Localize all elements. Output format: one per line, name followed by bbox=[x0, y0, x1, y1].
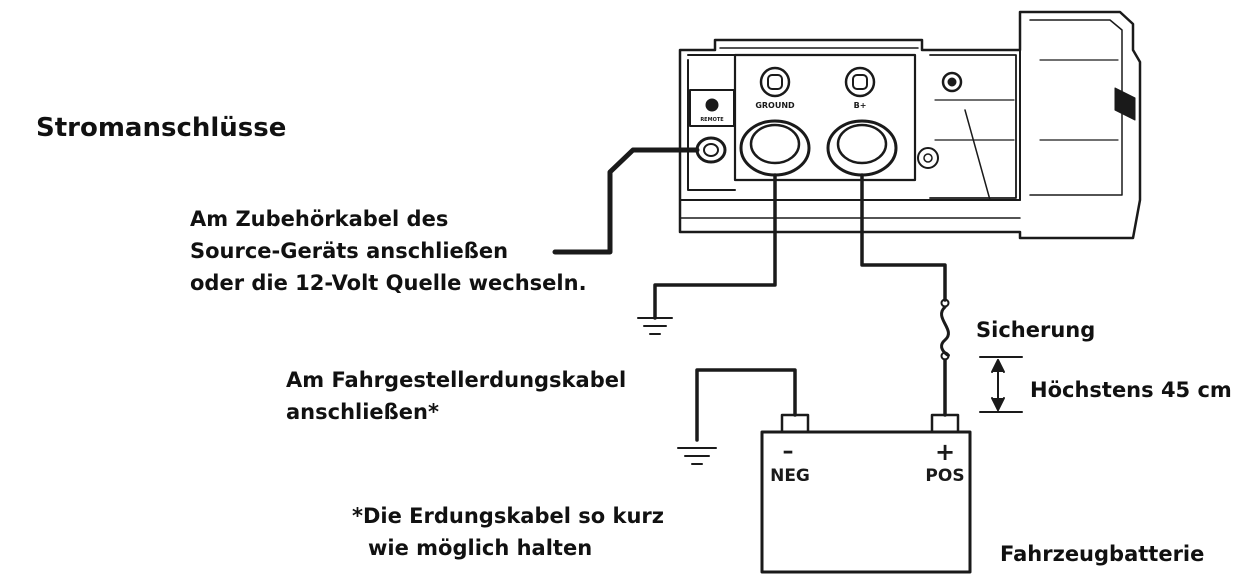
chassis-note: Am Fahrgestellerdungskabel anschließen* bbox=[286, 364, 626, 428]
fuse-label: Sicherung bbox=[976, 318, 1096, 342]
remote-wire bbox=[552, 147, 700, 255]
chassis-ground-wire bbox=[695, 368, 797, 442]
pos-label: POS bbox=[925, 466, 964, 486]
pos-symbol: + bbox=[935, 438, 955, 466]
distance-label: Höchstens 45 cm bbox=[1030, 378, 1232, 402]
accessory-note: Am Zubehörkabel des Source-Geräts anschl… bbox=[190, 203, 587, 299]
remote-label: REMOTE bbox=[700, 117, 724, 123]
footnote-line-1: *Die Erdungskabel so kurz bbox=[352, 504, 664, 528]
vehicle-battery bbox=[760, 413, 972, 574]
footnote-line-2: wie möglich halten bbox=[368, 536, 593, 560]
accessory-note-line-1: Am Zubehörkabel des bbox=[190, 207, 449, 231]
ground-terminal-label: GROUND bbox=[755, 101, 795, 110]
neg-symbol: – bbox=[783, 439, 794, 464]
neg-label: NEG bbox=[770, 466, 810, 486]
ground-symbol-2 bbox=[677, 447, 717, 465]
distance-dimension bbox=[979, 356, 1023, 413]
battery-caption: Fahrzeugbatterie bbox=[1000, 542, 1205, 566]
ground-symbol-1 bbox=[637, 317, 673, 335]
chassis-note-line-1: Am Fahrgestellerdungskabel bbox=[286, 368, 627, 392]
accessory-note-line-3: oder die 12-Volt Quelle wechseln. bbox=[190, 271, 587, 295]
chassis-note-line-2: anschließen* bbox=[286, 400, 439, 424]
amp-ground-wire bbox=[653, 173, 777, 320]
fuse-symbol bbox=[940, 305, 950, 357]
amplifier bbox=[678, 10, 1142, 240]
page-title: Stromanschlüsse bbox=[36, 113, 287, 143]
bplus-wire bbox=[860, 173, 947, 302]
footnote: *Die Erdungskabel so kurz wie möglich ha… bbox=[352, 500, 664, 564]
bplus-terminal-label: B+ bbox=[854, 101, 867, 110]
accessory-note-line-2: Source-Geräts anschließen bbox=[190, 239, 509, 263]
